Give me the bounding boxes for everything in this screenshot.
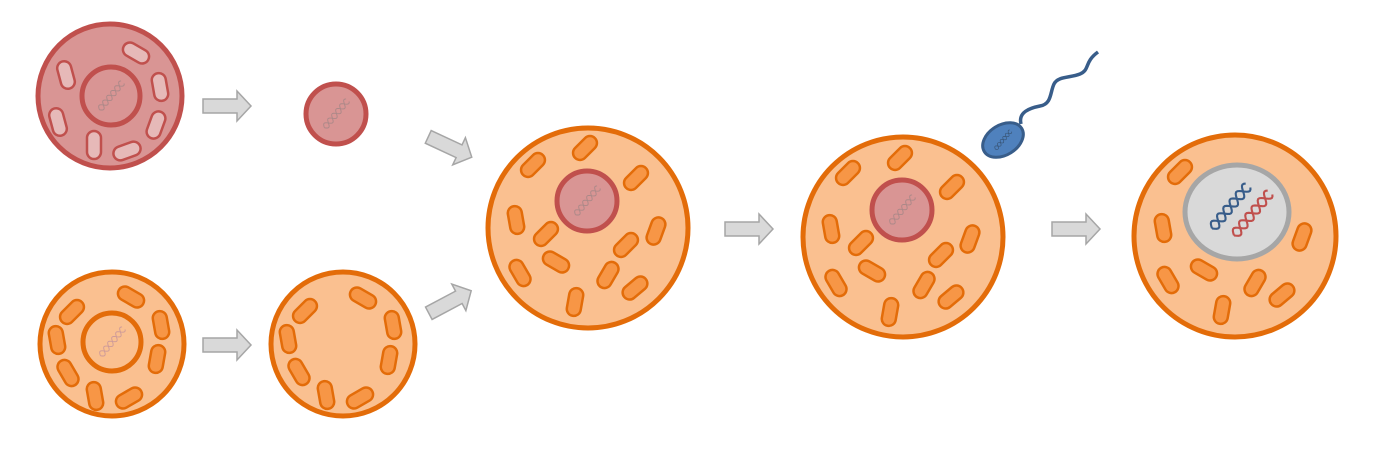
- mitochondrion-icon: [645, 216, 667, 246]
- mitochondrion-icon: [565, 286, 585, 318]
- zygote-nucleus: [1182, 162, 1292, 262]
- mitochondrion-icon: [1212, 294, 1232, 326]
- dna-helix-icon: [98, 80, 125, 111]
- mitochondrion-icon: [1156, 265, 1180, 295]
- mitochondrion-icon: [937, 284, 965, 310]
- mitochondrion-icon: [519, 151, 547, 179]
- mitochondrion-icon: [58, 298, 86, 326]
- mitochondrion-icon: [47, 324, 67, 356]
- mitochondrion-icon: [151, 309, 171, 341]
- arrow-right-icon: [424, 282, 473, 321]
- nucleus: [869, 177, 935, 243]
- mitochondrion-icon: [150, 71, 170, 103]
- mitochondrion-icon: [886, 144, 914, 172]
- mitochondrion-icon: [116, 285, 146, 309]
- mitochondrion-icon: [508, 258, 532, 288]
- mitochondrion-icon: [541, 250, 571, 274]
- mitochondrion-icon: [316, 379, 336, 411]
- mitochondrion-icon: [824, 268, 848, 298]
- sperm-icon: [981, 50, 1100, 159]
- reconstructed-egg: [485, 125, 691, 331]
- mitochondrion-icon: [287, 357, 311, 387]
- mitochondrion-icon: [85, 129, 103, 161]
- mitochondrion-icon: [147, 343, 167, 375]
- mitochondrion-icon: [348, 286, 378, 310]
- mitochondrion-icon: [927, 241, 955, 269]
- mitochondrion-icon: [145, 110, 167, 140]
- mitochondrion-icon: [291, 297, 319, 325]
- enucleated-recipient-egg: [268, 269, 418, 419]
- donor-egg-cell: [35, 21, 185, 171]
- mitochondrion-icon: [622, 164, 650, 192]
- arrow-right-icon: [202, 328, 253, 362]
- mitochondrion-icon: [571, 134, 599, 162]
- sperm-tail: [1018, 50, 1100, 125]
- mitochondrion-icon: [506, 204, 526, 236]
- dna-helix-icon: [1231, 189, 1274, 237]
- mitochondrion-icon: [345, 386, 375, 410]
- mitochondrion-icon: [596, 260, 620, 290]
- nucleus: [80, 310, 144, 374]
- mitochondrion-icon: [847, 229, 875, 257]
- mitochondrion-icon: [1268, 282, 1296, 308]
- arrow-right-icon: [424, 129, 473, 167]
- mitochondrion-icon: [383, 309, 403, 341]
- dna-helix-icon: [889, 194, 916, 225]
- mitochondrion-icon: [278, 323, 298, 355]
- recipient-egg-cell: [37, 269, 187, 419]
- mitochondrion-icon: [55, 59, 77, 91]
- mitochondrion-icon: [834, 159, 862, 187]
- mitochondrion-icon: [612, 231, 640, 259]
- arrow-right-icon: [202, 89, 253, 123]
- mitochondrion-icon: [47, 106, 69, 138]
- mitochondrion-icon: [85, 380, 105, 412]
- mitochondrion-icon: [56, 358, 80, 388]
- mitochondrion-icon: [880, 296, 900, 328]
- mitochondrion-icon: [821, 213, 841, 245]
- nucleus: [554, 168, 620, 234]
- mitochondrion-icon: [1291, 222, 1313, 252]
- egg-being-fertilized: [800, 134, 1006, 340]
- zygote: [1131, 132, 1339, 340]
- mitochondrion-icon: [1153, 212, 1173, 244]
- nucleus: [79, 64, 143, 128]
- mitochondrion-icon: [114, 386, 144, 410]
- mitochondrion-icon: [912, 270, 936, 300]
- arrow-right-icon: [724, 212, 775, 246]
- mitochondrion-icon: [112, 140, 142, 162]
- mitochondrion-icon: [532, 220, 560, 248]
- dna-helix-icon: [994, 129, 1013, 150]
- mitochondrion-icon: [121, 41, 151, 65]
- mitochondrion-icon: [857, 259, 887, 283]
- dna-helix-icon: [323, 98, 350, 129]
- mitochondrion-icon: [938, 173, 966, 201]
- nucleus: [303, 81, 369, 147]
- dna-helix-icon: [99, 326, 126, 357]
- mitochondrion-icon: [621, 275, 649, 301]
- mitochondrion-icon: [1189, 258, 1219, 282]
- mitochondrion-icon: [379, 344, 399, 376]
- mitochondrion-icon: [959, 224, 981, 254]
- arrow-right-icon: [1051, 212, 1102, 246]
- mitochondrion-icon: [1243, 268, 1267, 298]
- dna-helix-icon: [574, 185, 601, 216]
- extracted-donor-nucleus: [303, 81, 369, 147]
- mitochondrion-icon: [1166, 158, 1194, 186]
- dna-helix-icon: [1209, 182, 1252, 230]
- sperm-head: [981, 121, 1025, 159]
